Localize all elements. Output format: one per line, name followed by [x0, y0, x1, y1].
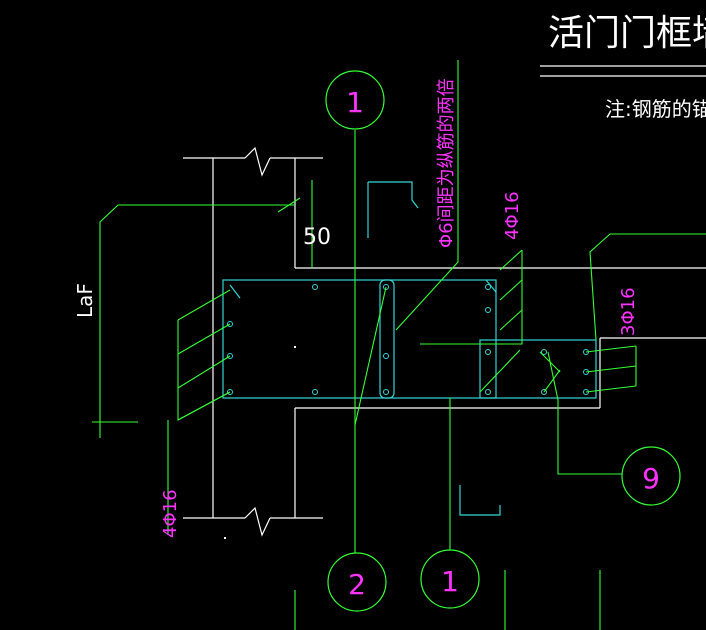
reference-marks: [224, 346, 296, 539]
callout-2-bottom-label: 2: [348, 568, 366, 601]
drawing-title: 活门门框墙: [548, 13, 706, 54]
callout-1-bottom: 1: [420, 549, 480, 609]
stirrup-spacing-note: Φ6间距为纵筋的两倍: [436, 78, 457, 248]
stirrup-cage: [222, 181, 597, 516]
rebar-3phi16-label: 3Φ16: [618, 287, 639, 336]
dimension-50-label: 50: [303, 225, 331, 250]
wall-outline: [183, 146, 706, 537]
rebar-4phi16-top-label: 4Φ16: [502, 191, 523, 240]
callout-2-bottom: 2: [327, 552, 387, 612]
callout-1-top-label: 1: [346, 86, 364, 119]
rebar-4phi16-bottom-label: 4Φ16: [160, 489, 181, 538]
callout-1-bottom-label: 1: [441, 565, 459, 598]
laf-dimension-label: LaF: [73, 283, 97, 318]
callout-9-label: 9: [642, 462, 660, 495]
callout-1-top: 1: [325, 70, 385, 130]
leader-lines: [92, 60, 706, 630]
callout-9: 9: [621, 446, 681, 506]
drawing-note: 注:钢筋的锚固: [605, 97, 706, 121]
